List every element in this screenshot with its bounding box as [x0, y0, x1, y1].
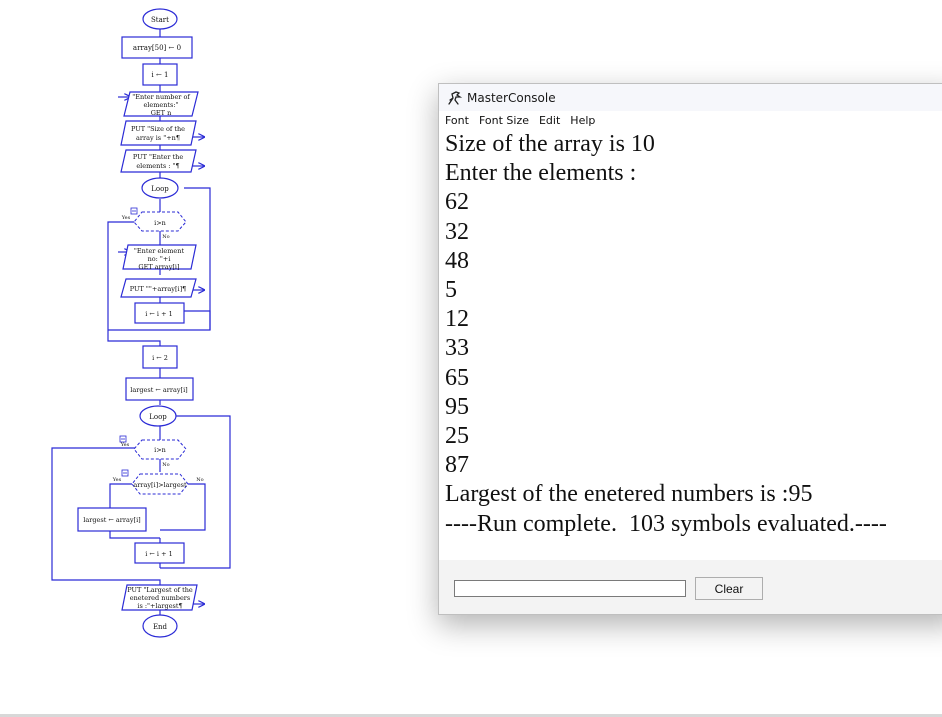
flow-init-i: i ← 1: [142, 63, 178, 86]
flow-input-n: "Enter number of elements:" GET n: [123, 91, 199, 117]
output-line: 65: [445, 364, 469, 391]
flowchart: Start array[50] ← 0 i ← 1 "Enter number …: [51, 8, 231, 638]
flow-put-element: PUT ""+array[i]¶: [120, 278, 197, 298]
output-line: Size of the array is 10: [445, 131, 655, 157]
console-input-field[interactable]: [454, 580, 686, 597]
output-line: 12: [445, 306, 469, 333]
svg-text:No: No: [196, 477, 203, 483]
output-line: 33: [445, 335, 469, 362]
menu-font[interactable]: Font: [445, 113, 469, 127]
console-output[interactable]: Size of the array is 10 Enter the elemen…: [439, 130, 942, 560]
flow-set-i2: i ← 2: [142, 345, 178, 369]
svg-text:PUT "Enter the: PUT "Enter the: [133, 153, 183, 161]
output-line: 95: [445, 393, 469, 420]
flow-input-element: "Enter element no: "+i GET array[i]: [122, 244, 197, 271]
title-bar[interactable]: MasterConsole: [439, 84, 942, 111]
svg-text:array is "+n¶: array is "+n¶: [136, 134, 180, 142]
flow-init-array: array[50] ← 0: [121, 36, 193, 59]
menu-font-size[interactable]: Font Size: [478, 113, 529, 127]
svg-text:Loop: Loop: [149, 413, 167, 421]
output-line: 25: [445, 423, 469, 450]
menu-bar: Font Font Size Edit Help: [439, 111, 942, 129]
flow-inc2: i ← i + 1: [134, 542, 185, 564]
svg-text:i ← 1: i ← 1: [151, 71, 168, 79]
svg-text:PUT "Size of the: PUT "Size of the: [131, 125, 185, 133]
output-line: Largest of the enetered numbers is :95: [445, 481, 813, 508]
output-line: 5: [445, 277, 457, 304]
svg-text:End: End: [153, 623, 168, 631]
svg-text:no: "+i: no: "+i: [148, 255, 171, 263]
svg-text:Yes: Yes: [121, 215, 131, 221]
output-line: 48: [445, 247, 469, 274]
svg-text:GET n: GET n: [151, 109, 172, 117]
raptor-logo-icon: [448, 90, 463, 105]
flow-end-node: End: [142, 614, 178, 638]
clear-button[interactable]: Clear: [695, 577, 763, 600]
svg-text:No: No: [162, 462, 169, 468]
output-line: 32: [445, 218, 469, 245]
svg-text:Yes: Yes: [112, 477, 122, 483]
svg-text:is :"+largest¶: is :"+largest¶: [137, 602, 182, 610]
flow-loop1: Loop: [141, 177, 179, 199]
svg-text:PUT "Largest of the: PUT "Largest of the: [127, 586, 193, 594]
svg-text:elements:": elements:": [143, 101, 178, 109]
svg-text:GET array[i]: GET array[i]: [138, 263, 179, 271]
flow-put-size: PUT "Size of the array is "+n¶: [120, 120, 197, 146]
svg-text:largest ← array[i]: largest ← array[i]: [83, 516, 140, 524]
output-line: 62: [445, 189, 469, 216]
svg-text:largest ← array[i]: largest ← array[i]: [130, 386, 187, 394]
svg-text:i ← i + 1: i ← i + 1: [145, 310, 172, 318]
svg-text:No: No: [162, 234, 169, 240]
output-line: ----Run complete. 103 symbols evaluated.…: [445, 510, 887, 537]
console-bottom-bar: Clear: [439, 560, 942, 614]
window-title: MasterConsole: [467, 90, 556, 105]
svg-text:i>n: i>n: [154, 219, 166, 227]
svg-text:Start: Start: [151, 16, 169, 24]
flow-cond2: i>n Yes No: [119, 435, 187, 468]
flow-cond1: i>n Yes No: [121, 207, 187, 240]
taskbar-edge: [0, 714, 942, 717]
svg-text:i>n: i>n: [154, 446, 166, 454]
svg-text:i ← i + 1: i ← i + 1: [145, 550, 172, 558]
flow-assign-largest: largest ← array[i]: [77, 507, 147, 532]
flow-loop2: Loop: [139, 405, 177, 427]
menu-edit[interactable]: Edit: [538, 113, 561, 127]
flow-put-largest: PUT "Largest of the enetered numbers is …: [121, 584, 198, 611]
svg-text:enetered numbers: enetered numbers: [130, 594, 191, 602]
flow-put-enter: PUT "Enter the elements : "¶: [120, 149, 197, 173]
svg-text:Yes: Yes: [120, 442, 130, 448]
flow-largest-init: largest ← array[i]: [125, 377, 194, 401]
flow-inc1: i ← i + 1: [134, 302, 185, 324]
flow-start-node: Start: [142, 8, 178, 30]
master-console-window: MasterConsole Font Font Size Edit Help S…: [438, 83, 942, 615]
flow-cond3: array[i]>largest Yes No: [112, 469, 204, 495]
svg-text:"Enter number of: "Enter number of: [132, 93, 190, 101]
svg-text:"Enter element: "Enter element: [134, 247, 185, 255]
svg-text:elements : "¶: elements : "¶: [136, 162, 179, 170]
output-line: 87: [445, 452, 469, 479]
svg-text:i ← 2: i ← 2: [152, 354, 168, 362]
svg-text:Loop: Loop: [151, 185, 169, 193]
svg-text:PUT ""+array[i]¶: PUT ""+array[i]¶: [130, 285, 187, 293]
output-line: Enter the elements :: [445, 160, 637, 187]
svg-text:array[i]>largest: array[i]>largest: [133, 481, 187, 489]
menu-help[interactable]: Help: [570, 113, 596, 127]
svg-text:array[50] ← 0: array[50] ← 0: [133, 44, 181, 52]
